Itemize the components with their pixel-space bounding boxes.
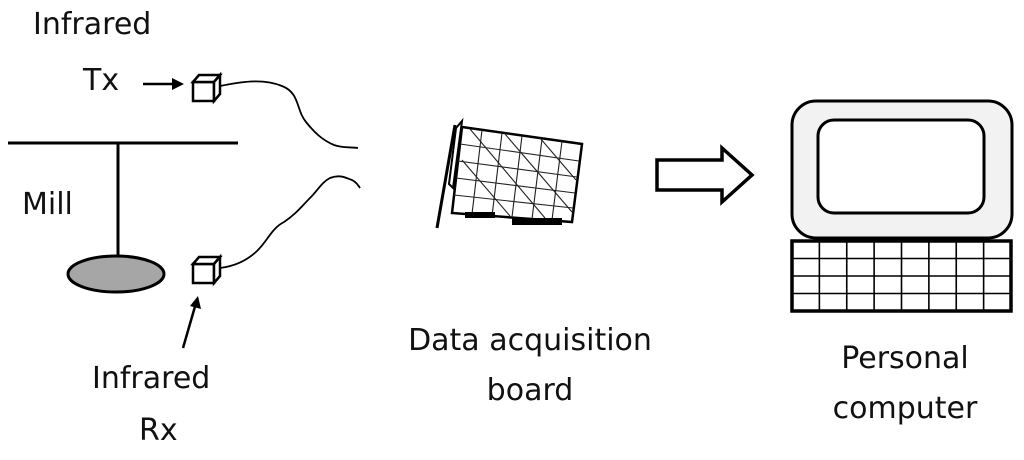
infrared-rx-label-line1: Infrared: [92, 361, 211, 396]
infrared-rx-label-line2: Rx: [139, 413, 178, 448]
pc-label-line2: computer: [832, 391, 978, 426]
pc-monitor: [790, 99, 1014, 240]
tx-wire: [219, 80, 359, 149]
pc-keyboard: [790, 239, 1013, 313]
rx-wire: [219, 175, 361, 269]
rx-arrow: [181, 296, 201, 349]
infrared-tx-sensor: [190, 71, 223, 105]
flow-arrow: [655, 144, 755, 206]
pc-label-line1: Personal: [841, 341, 969, 376]
mill-disk: [66, 254, 166, 294]
daq-label-line1: Data acquisition: [408, 323, 652, 358]
infrared-tx-label-line1: Infrared: [33, 7, 152, 42]
infrared-rx-sensor: [190, 253, 223, 287]
mill-label: Mill: [22, 187, 73, 222]
daq-label-line2: board: [486, 373, 574, 408]
infrared-tx-label-line2: Tx: [83, 63, 120, 98]
tx-arrow: [143, 78, 184, 90]
daq-board: [435, 117, 584, 229]
